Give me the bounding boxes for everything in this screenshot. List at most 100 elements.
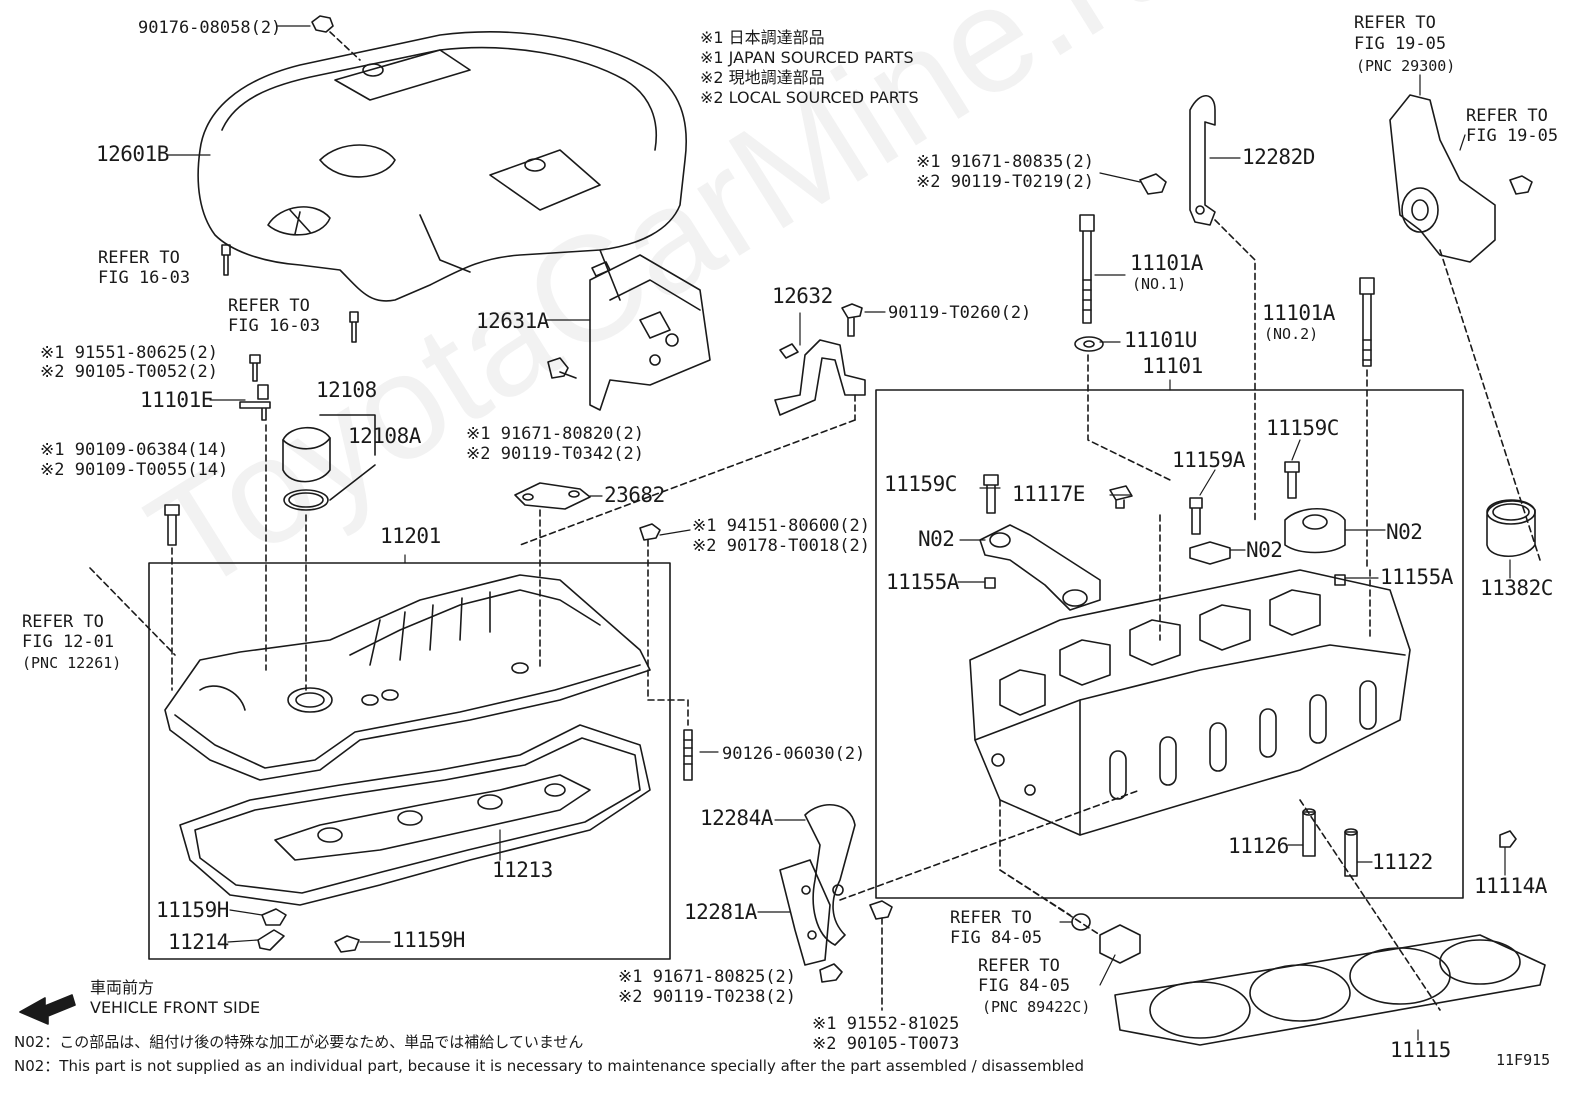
label-12282d: 12282D <box>1242 145 1315 169</box>
engine-cover-12601b <box>197 31 688 302</box>
label-refer-1603a-2: FIG 16-03 <box>98 268 191 288</box>
label-refer-1603b-2: FIG 16-03 <box>228 316 321 336</box>
footnote-jp: N02：この部品は、組付け後の特殊な加工が必要なため、単品では補給していません <box>14 1033 584 1051</box>
label-11101a-1: 11101A <box>1130 251 1203 275</box>
label-11159h-b: 11159H <box>392 928 465 952</box>
label-refer-1603a-1: REFER TO <box>98 248 180 268</box>
pins-11126-11122 <box>1302 808 1517 877</box>
label-11126: 11126 <box>1228 834 1289 858</box>
hanger-12282d <box>1139 94 1256 521</box>
label-refer-1905a-2: FIG 19-05 <box>1354 34 1447 54</box>
label-12281a: 12281A <box>684 900 757 924</box>
label-90119a: ※2 90119-T0342(2) <box>466 444 645 464</box>
label-90126: 90126-06030(2) <box>722 744 866 764</box>
dashed-links <box>89 567 1141 916</box>
label-12632: 12632 <box>772 284 833 308</box>
head-cover-11201 <box>164 574 651 781</box>
figure-number: 11F915 <box>1496 1051 1551 1069</box>
label-90109a: ※1 90109-06384(14) <box>40 440 229 460</box>
label-11214: 11214 <box>168 930 229 954</box>
footnote-en: N02：This part is not supplied as an indi… <box>14 1057 1085 1075</box>
label-90105a: ※2 90105-T0052(2) <box>40 362 219 382</box>
label-n02-c: N02 <box>1386 520 1423 544</box>
label-11101a-2: 11101A <box>1262 301 1335 325</box>
oil-cap-12108 <box>282 414 376 691</box>
label-refer-1905b-1: REFER TO <box>1466 106 1548 126</box>
label-11155a-b: 11155A <box>1380 565 1453 589</box>
label-refer-1905a-1: REFER TO <box>1354 13 1436 33</box>
bearing-caps-n02 <box>979 508 1346 611</box>
bracket-12284a-12281a <box>779 803 893 1011</box>
cylinder-head-11101 <box>969 569 1411 836</box>
front-arrow-icon <box>19 994 76 1025</box>
label-90119b: 90119-T0260(2) <box>888 303 1032 323</box>
label-12601b: 12601B <box>96 142 169 166</box>
label-11201: 11201 <box>380 524 441 548</box>
box-11201 <box>148 562 671 960</box>
label-11213: 11213 <box>492 858 553 882</box>
label-91671a: ※1 91671-80820(2) <box>466 424 645 444</box>
label-11382c: 11382C <box>1480 576 1553 600</box>
gasket-11213 <box>179 724 651 906</box>
legend-line-2: ※1 JAPAN SOURCED PARTS <box>700 48 914 67</box>
label-90105b: ※2 90105-T0073 <box>812 1034 960 1054</box>
label-refer-1603b-1: REFER TO <box>228 296 310 316</box>
long-bolts-11101a <box>1074 214 1375 571</box>
label-91551: ※1 91551-80625(2) <box>40 343 219 363</box>
front-label-en: VEHICLE FRONT SIDE <box>90 998 261 1017</box>
label-23682: 23682 <box>604 483 665 507</box>
label-n02-a: N02 <box>918 527 955 551</box>
box-11101 <box>875 389 1464 899</box>
label-11101a-1-note: (NO.1) <box>1132 275 1187 293</box>
label-refer-1201-3: (PNC 12261) <box>22 654 122 672</box>
label-90119c: ※2 90119-T0238(2) <box>618 987 797 1007</box>
legend-line-4: ※2 LOCAL SOURCED PARTS <box>700 88 919 107</box>
label-91671c: ※1 91671-80835(2) <box>916 152 1095 172</box>
label-11122: 11122 <box>1372 850 1433 874</box>
label-90109b: ※2 90109-T0055(14) <box>40 460 229 480</box>
bolts-top-left <box>164 15 361 691</box>
label-11101a-2-note: (NO.2) <box>1264 325 1319 343</box>
label-11115: 11115 <box>1390 1038 1451 1062</box>
label-91671b: ※1 91671-80825(2) <box>618 967 797 987</box>
head-gasket-11115 <box>1114 799 1546 1046</box>
label-refer-8405a-2: FIG 84-05 <box>950 928 1043 948</box>
bracket-12631a <box>547 254 711 411</box>
label-11155a-a: 11155A <box>886 570 959 594</box>
label-12108a: 12108A <box>348 424 421 448</box>
front-label-jp: 車両前方 <box>90 978 155 997</box>
leader-lines <box>167 25 1511 1041</box>
label-refer-8405b-1: REFER TO <box>978 956 1060 976</box>
label-11101e: 11101E <box>140 388 213 412</box>
label-11159c-b: 11159C <box>1266 416 1339 440</box>
label-refer-8405a-1: REFER TO <box>950 908 1032 928</box>
label-refer-1905b-2: FIG 19-05 <box>1466 126 1559 146</box>
label-90176: 90176-08058(2) <box>138 18 282 38</box>
label-90119d: ※2 90119-T0219(2) <box>916 172 1095 192</box>
label-11101: 11101 <box>1142 354 1203 378</box>
label-94151: ※1 94151-80600(2) <box>692 516 871 536</box>
legend-line-1: ※1 日本調達部品 <box>700 28 825 47</box>
bolts-11159-series <box>983 461 1371 641</box>
label-11159a: 11159A <box>1172 448 1245 472</box>
label-refer-8405b-3: (PNC 89422C) <box>982 998 1091 1016</box>
label-11114a: 11114A <box>1474 874 1547 898</box>
vacuum-pump <box>1389 94 1541 561</box>
label-12631a: 12631A <box>476 309 549 333</box>
label-n02-b: N02 <box>1246 538 1283 562</box>
label-refer-1905a-3: (PNC 29300) <box>1356 57 1456 75</box>
label-12284a: 12284A <box>700 806 773 830</box>
seal-11382c <box>1486 499 1536 557</box>
parts-11214-11159h <box>257 908 360 953</box>
stud-90126 <box>647 699 693 781</box>
label-refer-8405b-2: FIG 84-05 <box>978 976 1071 996</box>
label-11101u: 11101U <box>1124 328 1197 352</box>
label-refer-1201-2: FIG 12-01 <box>22 632 115 652</box>
label-12108: 12108 <box>316 378 377 402</box>
legend-line-3: ※2 現地調達部品 <box>700 68 825 87</box>
label-11117e: 11117E <box>1012 482 1085 506</box>
label-11159c-a: 11159C <box>884 472 957 496</box>
part-23682 <box>514 482 661 701</box>
